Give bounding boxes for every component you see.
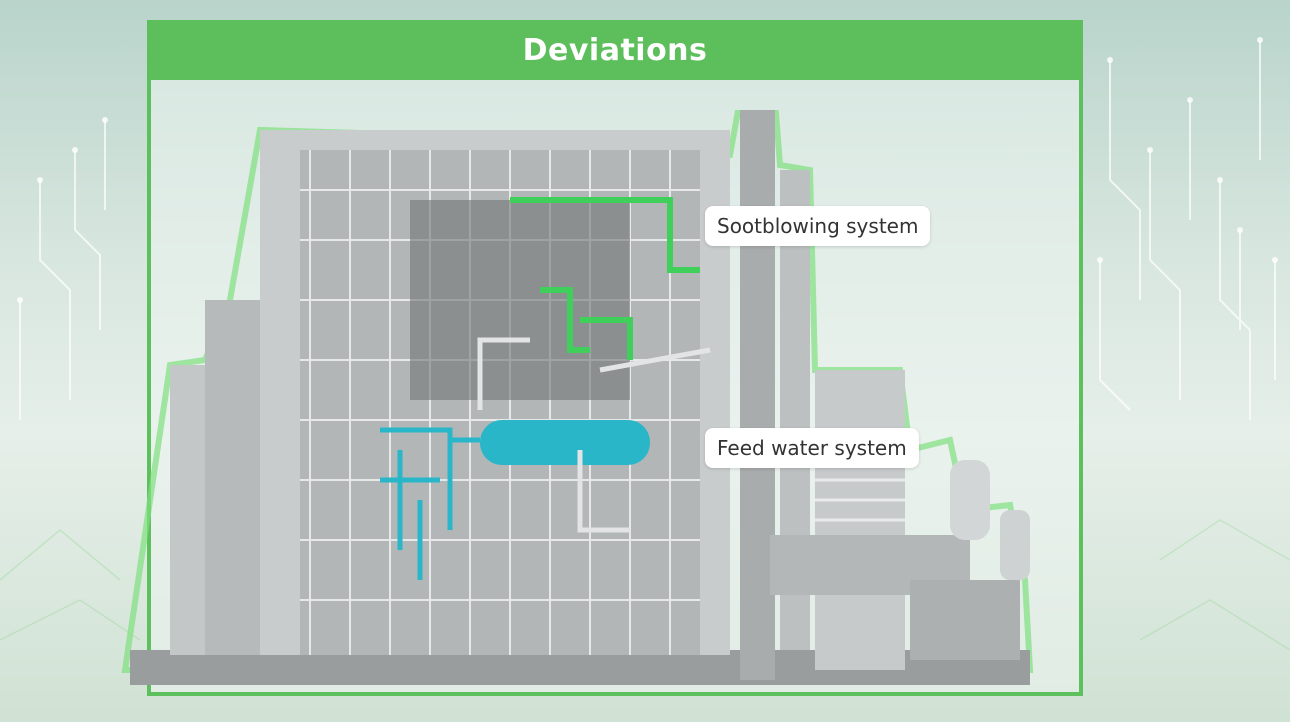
header-bar: Deviations	[147, 20, 1083, 80]
panel-title: Deviations	[522, 32, 708, 68]
sootblowing-system-label[interactable]: Sootblowing system	[705, 206, 931, 246]
power-plant-illustration	[121, 110, 1034, 685]
feed-water-system-label[interactable]: Feed water system	[705, 428, 919, 468]
